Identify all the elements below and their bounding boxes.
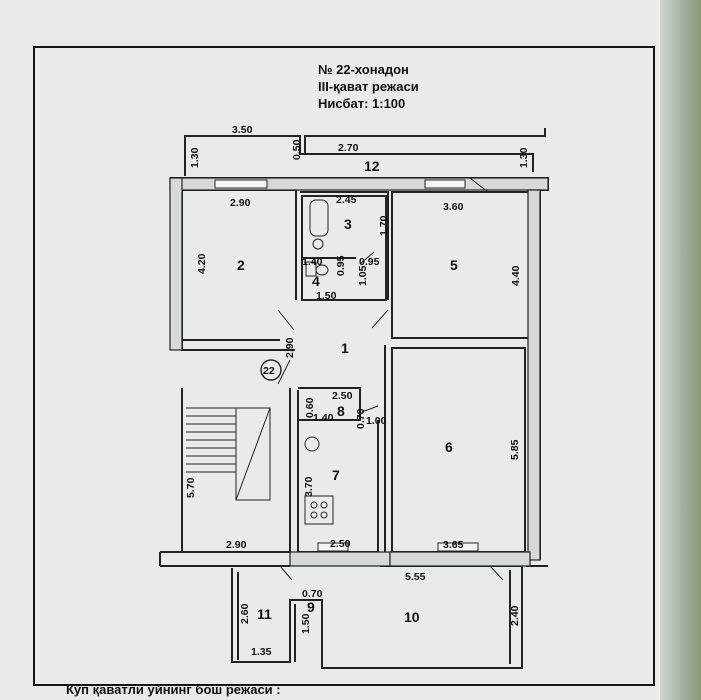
dim-label: 1.00 xyxy=(366,415,387,427)
room-4-label: 4 xyxy=(312,273,320,289)
dim-label: 1.40 xyxy=(302,256,323,268)
apartment-title: № 22-хонадон xyxy=(318,62,409,77)
dim-label: 3.65 xyxy=(443,539,464,551)
dim-label: 1.40 xyxy=(313,412,334,424)
dim-label: 1.50 xyxy=(316,290,337,302)
doors xyxy=(277,177,504,581)
dim-label: 3.50 xyxy=(232,124,253,136)
room-11-label: 11 xyxy=(257,606,272,622)
fixtures xyxy=(304,199,334,525)
dim-label: 2.50 xyxy=(330,538,351,550)
apartment-badge-label: 22 xyxy=(263,365,275,377)
room-2-label: 2 xyxy=(237,257,245,273)
dim-label: 0.60 xyxy=(304,397,316,418)
dim-label: 0.70 xyxy=(355,408,367,429)
apartment-badge xyxy=(260,359,282,381)
dim-label: 2.45 xyxy=(336,194,357,206)
dim-label: 2.90 xyxy=(230,197,251,209)
adjacent-sheet xyxy=(660,0,701,700)
room-7-label: 7 xyxy=(332,467,340,483)
room-1-label: 1 xyxy=(341,340,349,356)
dim-label: 5.70 xyxy=(185,477,197,498)
dim-label: 4.40 xyxy=(510,265,522,286)
dim-label: 2.90 xyxy=(226,539,247,551)
floor-title: III-қават режаси xyxy=(318,79,419,94)
drawing-frame xyxy=(33,46,655,686)
dim-label: 1.05 xyxy=(357,265,369,286)
room-5-label: 5 xyxy=(450,257,458,273)
room-12-label: 12 xyxy=(364,158,380,174)
dim-label: 1.50 xyxy=(300,613,312,634)
room-3-label: 3 xyxy=(344,216,352,232)
dim-label: 5.55 xyxy=(405,571,426,583)
dim-label: 1.35 xyxy=(251,646,272,658)
room-9-label: 9 xyxy=(307,599,315,615)
dim-label: 3.70 xyxy=(303,476,315,497)
dim-label: 0.70 xyxy=(302,588,323,600)
room-10-label: 10 xyxy=(404,609,420,625)
scale-label: Нисбат: 1:100 xyxy=(318,96,406,111)
dim-label: 1.30 xyxy=(518,147,530,168)
stair-flights xyxy=(186,407,271,501)
dim-label: 0.95 xyxy=(359,256,380,268)
dim-label: 2.90 xyxy=(284,337,296,358)
dim-label: 3.60 xyxy=(443,201,464,213)
dim-label: 1.70 xyxy=(378,215,390,236)
paper-sheet xyxy=(0,0,686,700)
footer-caption: Кўп қаватли уйнинг бош режаси : xyxy=(66,682,281,697)
dim-label: 2.40 xyxy=(509,605,521,626)
dim-label: 4.20 xyxy=(196,253,208,274)
dim-label: 2.60 xyxy=(239,603,251,624)
dim-label: 1.30 xyxy=(189,147,201,168)
room-6-label: 6 xyxy=(445,439,453,455)
walls xyxy=(159,128,549,669)
dim-label: 0.95 xyxy=(335,255,347,276)
dim-label: 0.50 xyxy=(291,139,303,160)
dimension-labels: 3.50 0.50 2.70 1.30 1.30 2.90 2.45 3.60 … xyxy=(185,124,530,658)
wall-fills xyxy=(169,177,549,567)
dim-label: 2.50 xyxy=(332,390,353,402)
dim-label: 5.85 xyxy=(509,439,521,460)
room-labels: 1 2 3 4 5 6 7 8 9 10 11 12 xyxy=(237,158,458,625)
windows xyxy=(214,179,479,552)
dim-label: 2.70 xyxy=(338,142,359,154)
room-8-label: 8 xyxy=(337,403,345,419)
